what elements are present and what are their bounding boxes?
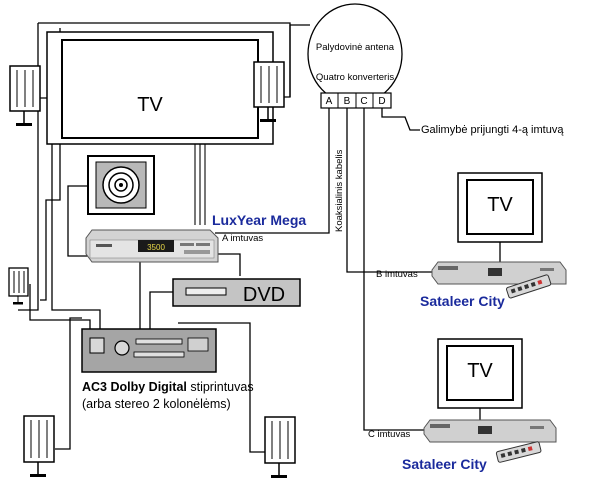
cable-dvd-amp [149, 291, 173, 330]
antenna-label-2: Quatro konverteris [316, 72, 394, 83]
amplifier-line1-rest: stiprintuvas [187, 380, 254, 394]
main-receiver-name: LuxYear Mega [212, 212, 306, 228]
amplifier [81, 328, 217, 373]
port-b: B [344, 96, 351, 107]
cable-bottom-left-speaker [55, 317, 82, 450]
main-tv-label: TV [137, 94, 163, 116]
tv-c-label: TV [467, 360, 493, 382]
cable-receiver-dvd [210, 253, 241, 276]
speaker-bottom-right [264, 416, 296, 478]
amplifier-line1-bold: AC3 Dolby Digital [82, 380, 187, 394]
speaker-small-left [8, 267, 29, 305]
cable-frame-receiver [67, 185, 95, 257]
receiver-c-name: Sataleer City [402, 456, 487, 472]
main-tv: TV [46, 31, 274, 145]
remote-b [506, 274, 552, 299]
cable-tv-frame [38, 22, 291, 97]
port-d: D [378, 96, 385, 107]
cable-outer-left [18, 23, 39, 311]
receiver-c-port: C imtuvas [368, 429, 410, 440]
receiver-display: 3500 [147, 243, 165, 252]
dvd-player: DVD [172, 278, 301, 307]
receiver-c [423, 419, 557, 443]
cable-label: Koaksialinis kabelis [334, 149, 345, 232]
port-a: A [326, 96, 333, 107]
main-receiver: 3500 [85, 229, 219, 263]
receiver-b-name: Sataleer City [420, 293, 505, 309]
amplifier-line2: (arba stereo 2 kolonėlėms) [82, 397, 231, 411]
speaker-top-left [9, 65, 41, 126]
satellite-antenna: Palydovinė antena Quatro konverteris A B… [307, 3, 403, 109]
tv-c: TV [437, 338, 523, 420]
speaker-bottom-left [23, 415, 55, 477]
cable-small-speaker [29, 284, 91, 330]
antenna-label-1: Palydovinė antena [316, 42, 395, 53]
cable-port-d [381, 108, 420, 131]
amplifier-line1: AC3 Dolby Digital stiprintuvas [82, 380, 254, 394]
video-cables [194, 140, 206, 225]
receiver-b-port: B imtuvas [376, 269, 418, 280]
option-label: Galimybė prijungti 4-ą imtuvą [421, 124, 564, 136]
cable-bottom-right-speaker [178, 322, 265, 453]
port-c: C [360, 96, 367, 107]
dvd-label: DVD [243, 284, 285, 306]
main-receiver-port: A imtuvas [222, 233, 263, 244]
cable-port-c [363, 108, 430, 431]
receiver-b [431, 261, 567, 285]
cable-port-a [215, 108, 330, 234]
remote-c [495, 441, 542, 463]
tv-b: TV [457, 172, 543, 262]
speaker-top-right [253, 61, 285, 122]
tv-b-label: TV [487, 194, 513, 216]
subwoofer [87, 155, 155, 215]
